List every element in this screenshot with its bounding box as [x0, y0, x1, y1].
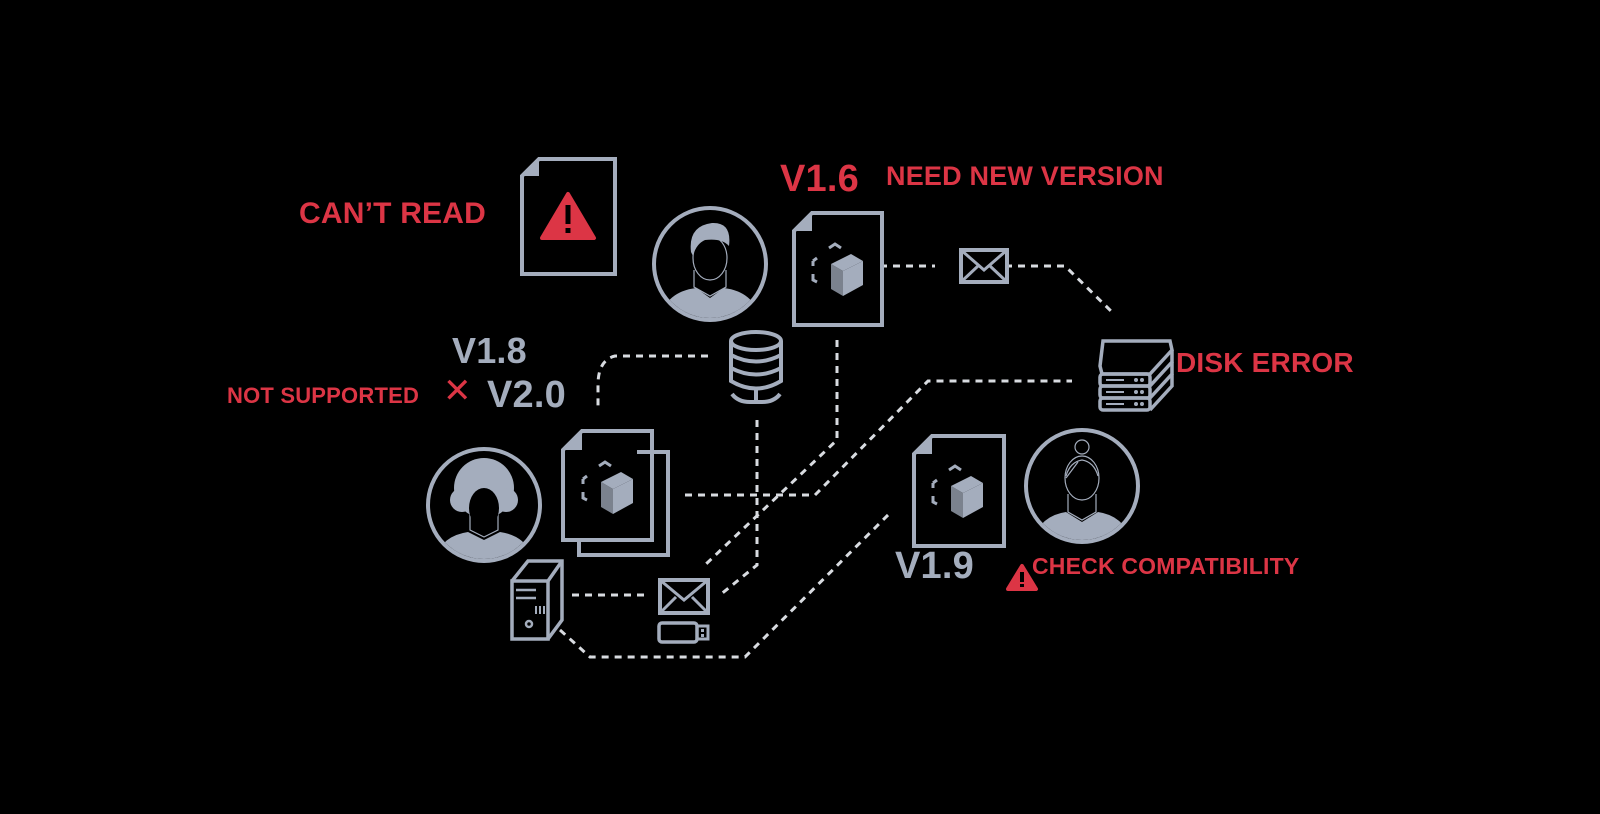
document-warning-icon	[520, 157, 617, 276]
connector-tower-to-v19	[558, 513, 890, 659]
connectors	[558, 264, 1114, 659]
connector-email-to-disk	[1005, 264, 1114, 314]
not-supported-label: NOT SUPPORTED	[227, 383, 420, 408]
need-new-version-label: NEED NEW VERSION	[886, 161, 1164, 191]
user-avatar-icon	[1024, 428, 1140, 544]
version-v20-label: V2.0	[487, 374, 566, 416]
x-mark-icon: ✕	[443, 372, 472, 410]
envelope-icon	[658, 578, 710, 615]
check-compatibility-label: CHECK COMPATIBILITY	[1032, 553, 1300, 579]
connector-db-to-usb	[719, 420, 759, 597]
user-avatar-icon	[426, 447, 542, 563]
database-icon	[729, 330, 783, 404]
connector-doc-down	[703, 340, 839, 567]
warning-icon	[1006, 564, 1038, 591]
document-cube-icon	[792, 211, 884, 327]
disk-error-label: DISK ERROR	[1176, 347, 1354, 378]
user-avatar-icon	[652, 206, 768, 322]
server-stack-icon	[1098, 339, 1174, 412]
computer-tower-icon	[510, 559, 564, 641]
envelope-icon	[959, 248, 1009, 284]
connector-docs-to-disk	[685, 379, 1072, 497]
connector-db-to-v20	[596, 354, 708, 408]
document-cube-icon	[912, 434, 1006, 548]
version-v16-label: V1.6	[780, 158, 859, 200]
usb-drive-icon	[657, 621, 710, 644]
version-v19-label: V1.9	[895, 545, 974, 587]
cant-read-label: CAN’T READ	[299, 197, 486, 230]
version-v18-label: V1.8	[452, 330, 527, 371]
